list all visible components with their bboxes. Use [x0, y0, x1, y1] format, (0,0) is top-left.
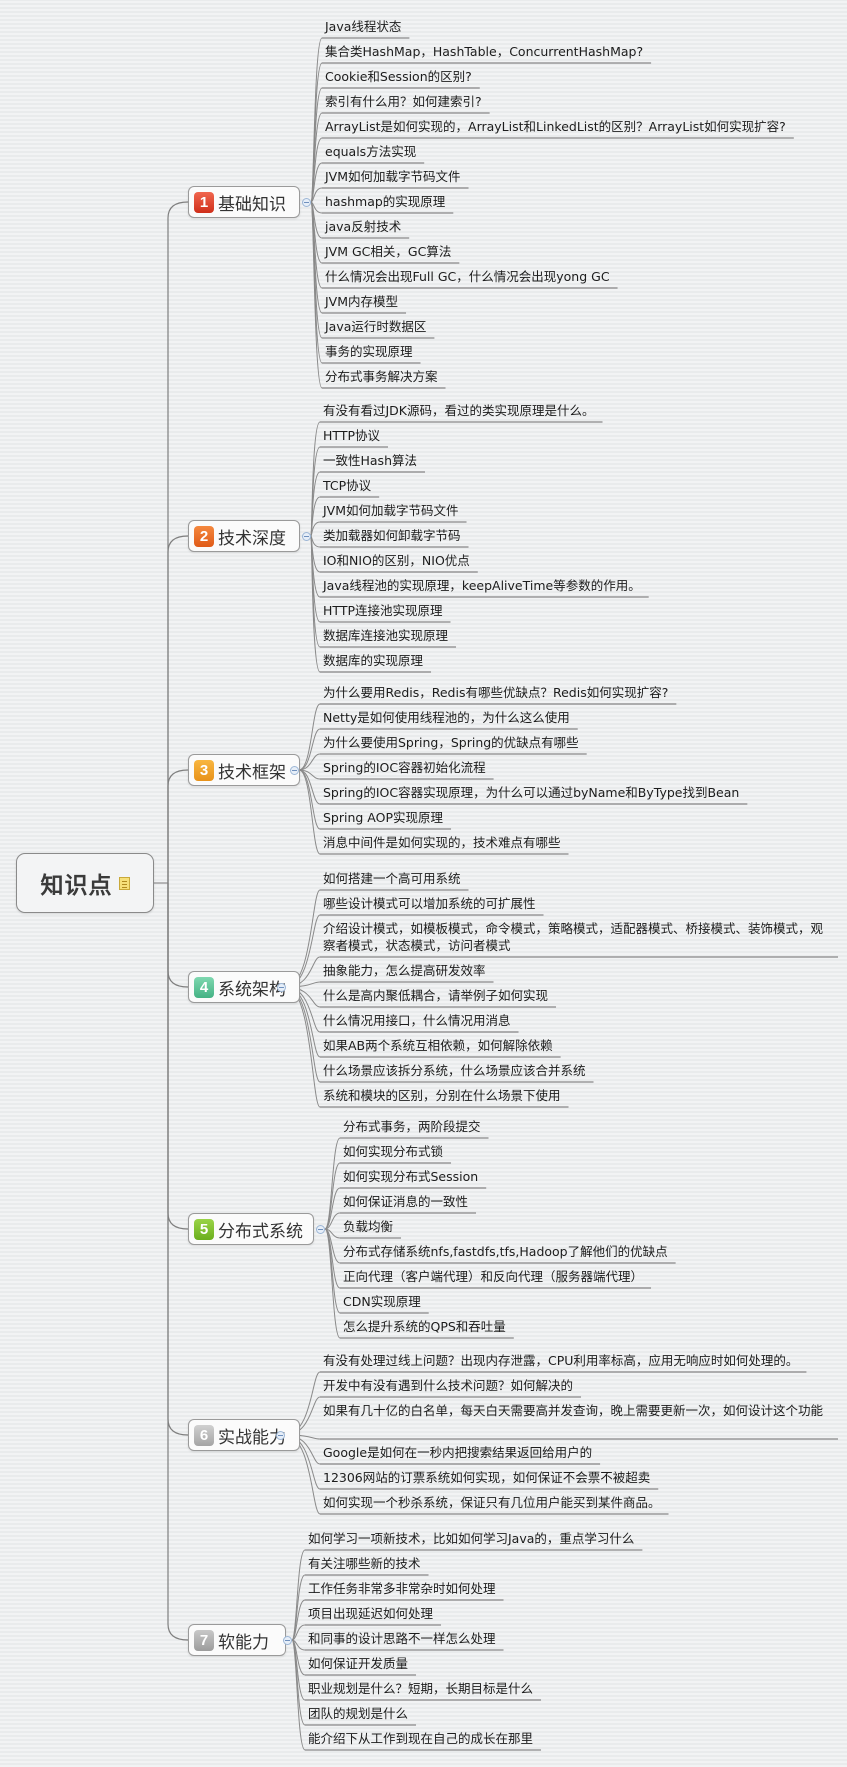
leaf-topic[interactable]: TCP协议 — [323, 478, 372, 493]
leaf-topic[interactable]: IO和NIO的区别，NIO优点 — [323, 553, 470, 568]
leaf-topic[interactable]: Cookie和Session的区别? — [325, 69, 472, 84]
leaf-topic[interactable]: 分布式存储系统nfs,fastdfs,tfs,Hadoop了解他们的优缺点 — [343, 1244, 668, 1259]
branch-label: 分布式系统 — [218, 1221, 303, 1242]
root-title: 知识点 — [40, 873, 113, 899]
leaf-topic[interactable]: 集合类HashMap，HashTable，ConcurrentHashMap? — [325, 44, 644, 59]
branch-label: 软能力 — [218, 1632, 269, 1653]
leaf-topic[interactable]: 如何实现分布式锁 — [343, 1144, 444, 1159]
leaf-topic[interactable]: 如果AB两个系统互相依赖，如何解除依赖 — [323, 1038, 553, 1053]
leaf-topic[interactable]: 工作任务非常多非常杂时如何处理 — [308, 1581, 496, 1596]
leaf-topic[interactable]: 项目出现延迟如何处理 — [308, 1606, 434, 1621]
branch-label: 技术框架 — [218, 762, 286, 783]
leaf-topic[interactable]: 介绍设计模式，如模板模式，命令模式，策略模式，适配器模式、桥接模式、装饰模式，观… — [323, 921, 824, 953]
collapse-toggle-icon[interactable] — [316, 1225, 325, 1234]
leaf-topic[interactable]: ArrayList是如何实现的，ArrayList和LinkedList的区别？… — [325, 119, 786, 134]
branch-label: 实战能力 — [218, 1427, 286, 1448]
branch-node-7[interactable]: 7 软能力 — [188, 1624, 286, 1656]
leaf-topic[interactable]: 哪些设计模式可以增加系统的可扩展性 — [323, 896, 536, 911]
collapse-toggle-icon[interactable] — [290, 766, 299, 775]
leaf-topic[interactable]: 和同事的设计思路不一样怎么处理 — [308, 1631, 496, 1646]
leaf-topic[interactable]: 如何保证开发质量 — [308, 1656, 409, 1671]
leaf-topic[interactable]: Spring AOP实现原理 — [323, 810, 444, 825]
leaf-topic[interactable]: 分布式事务，两阶段提交 — [343, 1119, 481, 1134]
priority-7-icon: 7 — [194, 1629, 214, 1651]
branch-node-3[interactable]: 3 技术框架 — [188, 754, 300, 786]
leaf-topic[interactable]: 能介绍下从工作到现在自己的成长在那里 — [308, 1731, 534, 1746]
branch-node-2[interactable]: 2 技术深度 — [188, 520, 300, 552]
leaf-topic[interactable]: 抽象能力，怎么提高研发效率 — [323, 963, 486, 978]
collapse-toggle-icon[interactable] — [283, 1636, 292, 1645]
leaf-topic[interactable]: 12306网站的订票系统如何实现，如何保证不会票不被超卖 — [323, 1470, 651, 1485]
priority-4-icon: 4 — [194, 976, 214, 998]
leaf-topic[interactable]: java反射技术 — [325, 219, 402, 234]
priority-3-icon: 3 — [194, 759, 214, 781]
leaf-topic[interactable]: 如何保证消息的一致性 — [343, 1194, 469, 1209]
leaf-topic[interactable]: JVM GC相关，GC算法 — [325, 244, 452, 259]
leaf-topic[interactable]: 什么情况用接口，什么情况用消息 — [323, 1013, 511, 1028]
branch-label: 系统架构 — [218, 979, 286, 1000]
leaf-topic[interactable]: 团队的规划是什么 — [308, 1706, 409, 1721]
leaf-topic[interactable]: Java线程池的实现原理，keepAliveTime等参数的作用。 — [323, 578, 641, 593]
leaf-topic[interactable]: JVM如何加载字节码文件 — [323, 503, 459, 518]
collapse-toggle-icon[interactable] — [277, 983, 286, 992]
leaf-topic[interactable]: JVM如何加载字节码文件 — [325, 169, 461, 184]
leaf-topic[interactable]: 如果有几十亿的白名单，每天白天需要高并发查询，晚上需要更新一次，如何设计这个功能 — [323, 1403, 824, 1418]
leaf-topic[interactable]: 开发中有没有遇到什么技术问题？如何解决的 — [323, 1378, 574, 1393]
leaf-topic[interactable]: 消息中间件是如何实现的，技术难点有哪些 — [323, 835, 561, 850]
leaf-topic[interactable]: Netty是如何使用线程池的，为什么这么使用 — [323, 710, 570, 725]
leaf-topic[interactable]: 为什么要用Redis，Redis有哪些优缺点？Redis如何实现扩容? — [323, 685, 669, 700]
leaf-topic[interactable]: 正向代理（客户端代理）和反向代理（服务器端代理） — [343, 1269, 644, 1284]
leaf-topic[interactable]: 一致性Hash算法 — [323, 453, 417, 468]
priority-2-icon: 2 — [194, 525, 214, 547]
leaf-topic[interactable]: 为什么要使用Spring，Spring的优缺点有哪些 — [323, 735, 579, 750]
leaf-topic[interactable]: 索引有什么用？如何建索引? — [325, 94, 482, 109]
leaf-topic[interactable]: hashmap的实现原理 — [325, 194, 446, 209]
priority-5-icon: 5 — [194, 1218, 214, 1240]
leaf-topic[interactable]: Java运行时数据区 — [325, 319, 427, 334]
leaf-topic[interactable]: 事务的实现原理 — [325, 344, 413, 359]
branch-label: 技术深度 — [218, 528, 286, 549]
leaf-topic[interactable]: Java线程状态 — [325, 19, 402, 34]
leaf-topic[interactable]: 数据库连接池实现原理 — [323, 628, 449, 643]
leaf-topic[interactable]: 怎么提升系统的QPS和吞吐量 — [343, 1319, 506, 1334]
leaf-topic[interactable]: 什么场景应该拆分系统，什么场景应该合并系统 — [323, 1063, 586, 1078]
leaf-topic[interactable]: Google是如何在一秒内把搜索结果返回给用户的 — [323, 1445, 593, 1460]
leaf-topic[interactable]: equals方法实现 — [325, 144, 417, 159]
leaf-topic[interactable]: JVM内存模型 — [325, 294, 399, 309]
leaf-topic[interactable]: 有没有看过JDK源码，看过的类实现原理是什么。 — [323, 403, 595, 418]
leaf-topic[interactable]: 如何实现分布式Session — [343, 1169, 479, 1184]
leaf-topic[interactable]: 类加载器如何卸载字节码 — [323, 528, 461, 543]
leaf-topic[interactable]: Spring的IOC容器实现原理，为什么可以通过byName和ByType找到B… — [323, 785, 740, 800]
leaf-topic[interactable]: 如何搭建一个高可用系统 — [323, 871, 461, 886]
priority-1-icon: 1 — [194, 191, 214, 213]
root-node[interactable]: 知识点 — [16, 853, 154, 913]
leaf-topic[interactable]: 什么情况会出现Full GC，什么情况会出现yong GC — [325, 269, 610, 284]
leaf-topic[interactable]: 如何学习一项新技术，比如如何学习Java的，重点学习什么 — [308, 1531, 635, 1546]
leaf-topic[interactable]: 职业规划是什么？短期，长期目标是什么 — [308, 1681, 534, 1696]
leaf-topic[interactable]: 数据库的实现原理 — [323, 653, 424, 668]
collapse-toggle-icon[interactable] — [302, 532, 311, 541]
leaf-topic[interactable]: 分布式事务解决方案 — [325, 369, 438, 384]
leaf-topic[interactable]: 有关注哪些新的技术 — [308, 1556, 421, 1571]
leaf-topic[interactable]: 系统和模块的区别，分别在什么场景下使用 — [323, 1088, 561, 1103]
leaf-topic[interactable]: 有没有处理过线上问题？出现内存泄露，CPU利用率标高，应用无响应时如何处理的。 — [323, 1353, 799, 1368]
leaf-topic[interactable]: 什么是高内聚低耦合，请举例子如何实现 — [323, 988, 549, 1003]
priority-6-icon: 6 — [194, 1424, 214, 1446]
leaf-topic[interactable]: HTTP连接池实现原理 — [323, 603, 443, 618]
leaf-topic[interactable]: 如何实现一个秒杀系统，保证只有几位用户能买到某件商品。 — [323, 1495, 661, 1510]
collapse-toggle-icon[interactable] — [302, 198, 311, 207]
branch-node-1[interactable]: 1 基础知识 — [188, 186, 300, 218]
note-icon[interactable] — [118, 876, 130, 890]
collapse-toggle-icon[interactable] — [276, 1431, 285, 1440]
leaf-topic[interactable]: Spring的IOC容器初始化流程 — [323, 760, 486, 775]
leaf-topic[interactable]: 负载均衡 — [343, 1219, 394, 1234]
branch-label: 基础知识 — [218, 194, 286, 215]
branch-node-5[interactable]: 5 分布式系统 — [188, 1213, 314, 1245]
leaf-topic[interactable]: CDN实现原理 — [343, 1294, 421, 1309]
leaf-topic[interactable]: HTTP协议 — [323, 428, 380, 443]
